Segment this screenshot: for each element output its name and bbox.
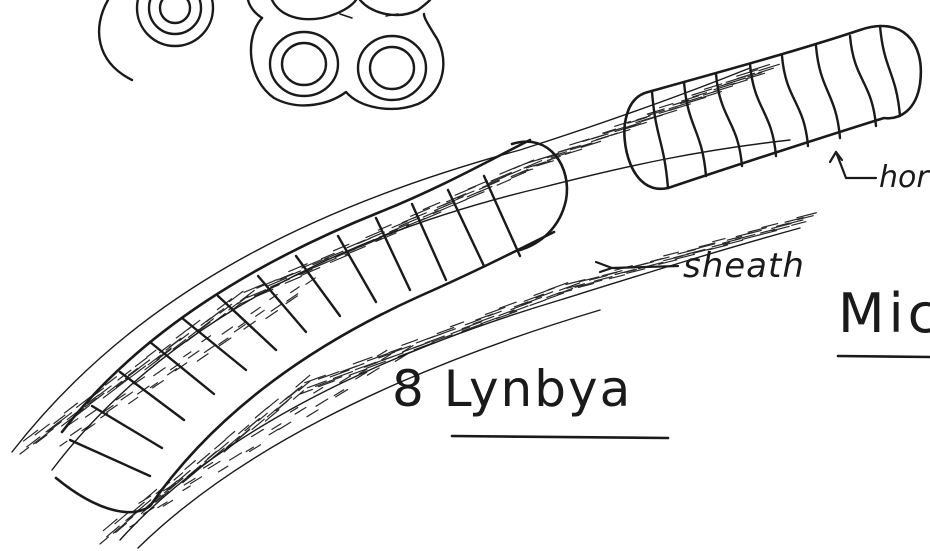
hatch-stroke <box>319 381 335 387</box>
hormogonium-cell-wall <box>880 26 900 116</box>
cell-wall <box>150 342 214 394</box>
cell-wall <box>258 276 306 332</box>
hatch-stroke <box>468 181 487 189</box>
hatch-stroke <box>602 272 617 276</box>
hatch-stroke <box>266 311 278 319</box>
hormogonium-cell-wall <box>850 36 876 126</box>
hatch-stroke <box>772 226 789 230</box>
hatch-stroke <box>103 519 117 530</box>
hatch-stroke <box>581 141 600 147</box>
trichome <box>56 140 567 512</box>
hatch-stroke <box>499 302 516 308</box>
hatch-stroke <box>367 368 379 375</box>
hatch-stroke <box>128 368 137 375</box>
hatch-stroke <box>169 478 183 490</box>
hatch-stroke <box>204 345 215 353</box>
hatch-stroke <box>423 203 439 210</box>
hormogonium <box>624 26 920 189</box>
hatch-stroke <box>64 403 77 413</box>
hatch-stroke <box>34 435 45 443</box>
hatch-stroke <box>536 292 553 298</box>
hormogonium-cell-wall <box>816 46 840 138</box>
figure-title: 8 Lynbya <box>392 360 632 418</box>
hatch-stroke <box>185 461 195 470</box>
hatch-stroke <box>256 310 265 316</box>
next-title-underline <box>838 356 930 357</box>
cell-wall <box>182 318 246 370</box>
hatch-stroke <box>271 304 281 311</box>
cell-wall <box>70 440 150 476</box>
hatch-stroke <box>100 537 108 544</box>
hatch-stroke <box>285 388 298 399</box>
cell-colony-drawing <box>99 0 443 109</box>
hatch-stroke <box>135 358 146 367</box>
cell-wall <box>92 406 162 448</box>
hatch-stroke <box>451 322 464 327</box>
hatch-stroke <box>316 399 328 406</box>
hatch-stroke <box>534 161 550 166</box>
cell-wall <box>296 256 340 316</box>
hatch-stroke <box>230 453 242 460</box>
hatch-stroke <box>267 399 278 408</box>
hatch-stroke <box>20 447 29 454</box>
hatch-stroke <box>732 80 747 85</box>
hatch-stroke <box>361 238 381 246</box>
hatch-stroke <box>341 366 357 372</box>
hatch-stroke <box>113 524 124 533</box>
hatch-stroke <box>664 252 679 256</box>
hatch-stroke <box>255 407 268 418</box>
cell-wall <box>448 190 484 266</box>
hormogonium-cell-walls <box>652 26 900 188</box>
hatch-stroke <box>713 239 725 242</box>
hatch-stroke <box>797 216 813 220</box>
hatch-stroke <box>226 432 235 439</box>
next-figure-title: Mic <box>838 282 930 345</box>
hatch-stroke <box>286 296 297 304</box>
hormogonium-cell-wall <box>782 56 808 146</box>
cell-wall <box>338 236 376 302</box>
hatch-stroke <box>402 340 418 346</box>
hatch-stroke <box>71 428 82 435</box>
hatch-stroke <box>219 466 228 472</box>
hatch-stroke <box>615 121 631 126</box>
hatch-stroke <box>147 350 156 357</box>
hatch-stroke <box>183 486 190 490</box>
hatch-stroke <box>219 338 230 346</box>
hatch-stroke <box>589 276 607 280</box>
hatch-stroke <box>215 440 226 449</box>
hatch-stroke <box>208 461 220 468</box>
cell-wall <box>120 372 184 420</box>
title-underline <box>452 436 668 438</box>
hatch-stroke <box>197 354 208 361</box>
hatch-stroke <box>307 410 318 417</box>
hatch-stroke <box>145 359 159 370</box>
hatch-stroke <box>184 352 191 357</box>
sheath-outline <box>12 68 800 548</box>
hatch-stroke <box>651 258 663 261</box>
hatch-stroke <box>269 429 278 435</box>
hatch-stroke <box>86 409 97 417</box>
hormogonium-pointer <box>830 152 876 178</box>
hatch-stroke <box>129 397 138 403</box>
hatch-stroke <box>103 388 116 398</box>
sheath-label: sheath <box>683 246 805 286</box>
hatch-stroke <box>251 307 260 313</box>
cell-wall <box>484 176 520 256</box>
cell-wall <box>218 296 276 350</box>
hatch-stroke <box>659 260 677 265</box>
hatch-stroke <box>60 441 67 446</box>
hatch-stroke <box>207 311 221 322</box>
hatch-stroke <box>154 368 165 376</box>
hatch-stroke <box>222 327 232 334</box>
hatch-stroke <box>660 104 673 108</box>
hormogonium-label: hor <box>879 160 929 195</box>
hatch-stroke <box>168 369 177 375</box>
hatch-stroke <box>291 287 300 293</box>
